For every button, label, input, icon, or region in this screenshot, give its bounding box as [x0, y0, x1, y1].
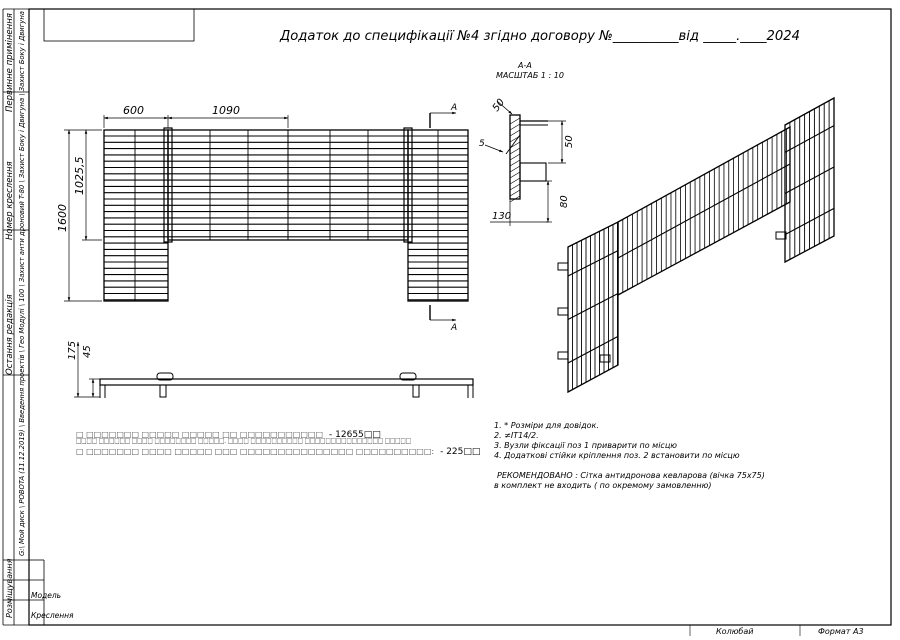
- slat-line: [509, 183, 521, 191]
- slat-line: [509, 117, 521, 125]
- slat-line: [509, 177, 521, 185]
- spec-1-label: □ □□□□□□□ □□□□□ □□□□□ □□ □□□□□□□□□□□: [76, 430, 323, 439]
- spec-2-label: □□□□ □□□□□□ □□□□ □□□□□□□□ □□□□□. □□□□ □□…: [76, 436, 411, 445]
- page-title: Додаток до специфікації №4 згідно догово…: [279, 28, 800, 44]
- note-2: 2. ≠IT14/2.: [494, 431, 539, 440]
- slat-line: [784, 207, 835, 236]
- side-draft-number: Номер креслення: [5, 161, 15, 240]
- front-dimensions: [64, 111, 457, 322]
- slat-line: [567, 250, 619, 277]
- slat-line: [509, 153, 521, 161]
- top-view: [99, 372, 474, 398]
- slat-line: [509, 129, 521, 137]
- slat-line: [567, 335, 619, 364]
- slat-line: [509, 165, 521, 173]
- spec-1-value: - 12655□□: [329, 430, 381, 440]
- top-dimensions: [74, 341, 100, 398]
- side-placement: Розміщування: [5, 558, 14, 618]
- frame-border: [28, 8, 892, 626]
- footer-author: Колюбай: [716, 627, 753, 636]
- spec-3-value: - 225□□: [440, 447, 480, 457]
- dim-50-top: 50: [491, 97, 508, 114]
- recommend-2: в комплект не входить ( по окремому замо…: [494, 481, 711, 490]
- slat-line: [509, 159, 521, 167]
- section-view: [505, 114, 548, 203]
- dim-1025: 1025,5: [73, 157, 86, 196]
- side-last-edit: Остання редакція: [5, 294, 15, 375]
- dim-175: 175: [67, 341, 78, 360]
- section-dimensions: [484, 100, 566, 226]
- svg-text:□ □□□□□□□ □□□□ □□□□□ □□□ □□□□□: □ □□□□□□□ □□□□ □□□□□ □□□ □□□□□□□□□□□□□□□…: [76, 447, 480, 457]
- section-label: А-А: [517, 61, 532, 70]
- dim-130: 130: [492, 211, 511, 222]
- dim-1090: 1090: [212, 104, 240, 117]
- isometric-view: [557, 96, 835, 394]
- dim-50-side: 50: [564, 135, 575, 148]
- side-path: G:\ Мой диск \ POBOTA (11.12.2019) \ Вве…: [18, 11, 26, 556]
- slat-line: [509, 147, 521, 155]
- spec-block: □ □□□□□□□ □□□□□ □□□□□ □□ □□□□□□□□□□□ - 12…: [76, 430, 480, 457]
- slat-line: [509, 189, 521, 197]
- svg-text:□ □□□□□□□ □□□□□ □□□□□ □□ □□□□□: □ □□□□□□□ □□□□□ □□□□□ □□ □□□□□□□□□□□ - 12…: [76, 430, 381, 440]
- side-model: Модель: [31, 591, 61, 600]
- stamp-box: [43, 8, 195, 42]
- note-1: 1. * Розміри для довідок.: [494, 421, 599, 430]
- spec-3-label: □ □□□□□□□ □□□□ □□□□□ □□□ □□□□□□□□□□□□□□□…: [76, 447, 434, 456]
- slat-line: [784, 125, 835, 153]
- dim-45: 45: [82, 345, 93, 358]
- side-drawing: Креслення: [31, 611, 74, 620]
- slat-line: [509, 195, 521, 203]
- slat-line: [617, 163, 791, 259]
- front-view: [103, 127, 469, 302]
- section-scale: МАСШТАБ 1 : 10: [496, 71, 564, 80]
- dim-600: 600: [123, 104, 144, 117]
- note-3: 3. Вузли фіксації поз 1 приварити по міс…: [494, 441, 677, 450]
- cut-label-bottom: A: [450, 323, 457, 333]
- dim-80: 80: [559, 195, 570, 208]
- cut-label-top: A: [450, 103, 457, 113]
- note-4: 4. Додаткові стійки кріплення поз. 2 вст…: [494, 451, 740, 460]
- dim-1600: 1600: [56, 204, 69, 232]
- recommend-1: РЕКОМЕНДОВАНО : Сітка антидронова кевлар…: [497, 471, 765, 480]
- slat-line: [509, 171, 521, 179]
- slat-line: [567, 293, 619, 320]
- side-first-use: Первинне примінення: [5, 13, 15, 112]
- slat-line: [784, 166, 835, 194]
- footer-format: Формат А3: [818, 627, 864, 636]
- dim-5: 5: [479, 139, 485, 149]
- slat-line: [509, 123, 521, 131]
